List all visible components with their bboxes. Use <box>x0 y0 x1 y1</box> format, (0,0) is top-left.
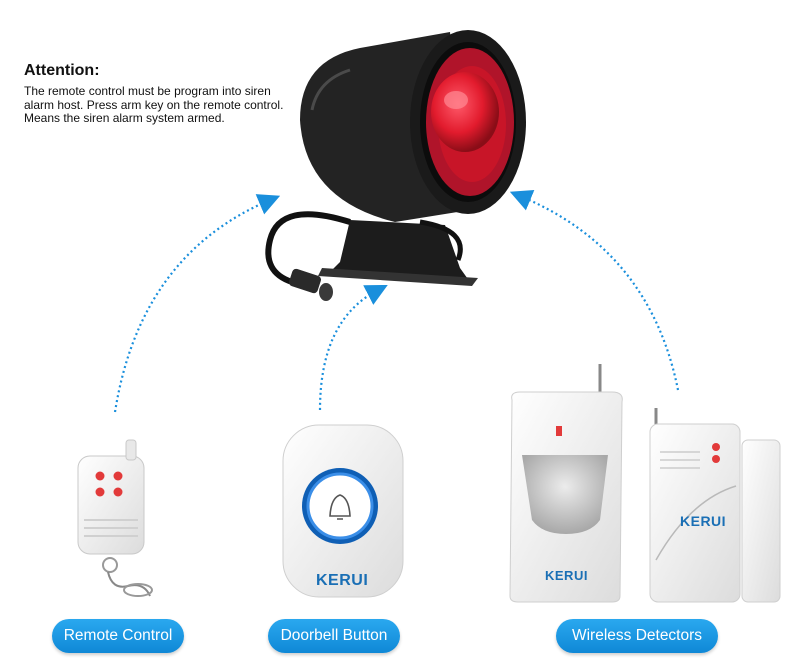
door-sensor-brand-logo: KERUI <box>680 513 727 529</box>
remote-control-device <box>77 439 153 597</box>
remote-button-icon <box>113 487 123 497</box>
pir-brand-logo: KERUI <box>545 568 588 583</box>
siren-speaker <box>265 30 526 301</box>
remote-control-label: Remote Control <box>52 619 184 653</box>
arrow-remote-to-siren <box>113 194 281 413</box>
doorbell-button-label: Doorbell Button <box>268 619 400 653</box>
remote-button-icon <box>113 471 123 481</box>
attention-note: Attention: The remote control must be pr… <box>24 62 284 126</box>
signal-arrows <box>113 190 680 413</box>
remote-button-icon <box>95 471 105 481</box>
doorbell-brand-logo: KERUI <box>316 572 369 589</box>
remote-button-icon <box>95 487 105 497</box>
bell-icon <box>329 494 351 520</box>
arrow-detectors-to-siren <box>509 190 680 391</box>
doorbell-device <box>282 424 404 598</box>
arrow-doorbell-to-siren <box>318 284 388 411</box>
attention-text: The remote control must be program into … <box>24 84 284 125</box>
door-window-sensor <box>649 408 781 603</box>
pir-motion-detector <box>509 364 623 603</box>
wireless-detectors-label: Wireless Detectors <box>556 619 718 653</box>
attention-title: Attention: <box>24 62 100 79</box>
